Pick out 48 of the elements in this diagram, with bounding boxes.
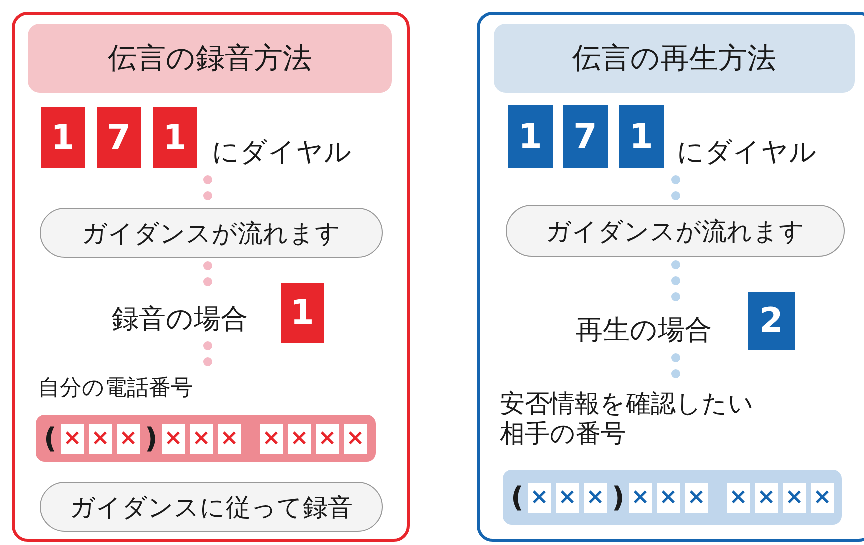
- step-text: にダイヤル: [677, 132, 837, 172]
- panel-frame: [12, 12, 410, 542]
- digit-field: ×: [811, 482, 834, 512]
- phone-number-bar: [503, 470, 842, 525]
- number-key: 1: [619, 105, 664, 168]
- digit-field: ×: [556, 482, 579, 512]
- phone-number-bar: [36, 415, 376, 462]
- step-text: にダイヤル: [212, 132, 372, 172]
- digit-field: ×: [117, 424, 140, 454]
- step-pill: ガイダンスが流れます: [40, 208, 383, 258]
- digit-field: ×: [316, 424, 339, 454]
- digit-field: ×: [727, 482, 750, 512]
- number-key: 1: [281, 283, 324, 343]
- step-pill: ガイダンスが流れます: [506, 205, 845, 257]
- digit-field: ×: [61, 424, 84, 454]
- number-key: 1: [153, 107, 197, 168]
- parenthesis: ): [145, 422, 157, 455]
- step-text: 自分の電話番号: [38, 372, 238, 404]
- digit-field: ×: [783, 482, 806, 512]
- step-text: 録音の場合: [112, 300, 270, 338]
- digit-field: ×: [657, 482, 680, 512]
- step-text: 再生の場合: [576, 310, 736, 350]
- digit-field: ×: [685, 482, 708, 512]
- step-text: 安否情報を確認したい相手の番号: [500, 386, 765, 452]
- number-key: 7: [97, 107, 141, 168]
- digit-field: ×: [755, 482, 778, 512]
- header-band: 伝言の録音方法: [28, 24, 392, 93]
- digit-field: ×: [344, 424, 367, 454]
- parenthesis: ): [612, 481, 624, 514]
- number-key: 1: [508, 105, 553, 168]
- digit-field: ×: [162, 424, 185, 454]
- parenthesis: (: [44, 422, 56, 455]
- dotted-connector: [672, 176, 680, 204]
- digit-field: ×: [89, 424, 112, 454]
- digit-field: ×: [260, 424, 283, 454]
- digit-field: ×: [528, 482, 551, 512]
- digit-field: ×: [288, 424, 311, 454]
- panel-frame: [477, 12, 864, 542]
- digit-field: ×: [190, 424, 213, 454]
- digit-field: ×: [629, 482, 652, 512]
- digit-field: ×: [218, 424, 241, 454]
- number-key: 2: [748, 292, 795, 350]
- number-key: 7: [563, 105, 608, 168]
- number-key: 1: [41, 107, 85, 168]
- parenthesis: (: [511, 481, 523, 514]
- digit-field: ×: [584, 482, 607, 512]
- header-band: 伝言の再生方法: [494, 24, 855, 93]
- step-pill: ガイダンスに従って録音: [40, 482, 383, 532]
